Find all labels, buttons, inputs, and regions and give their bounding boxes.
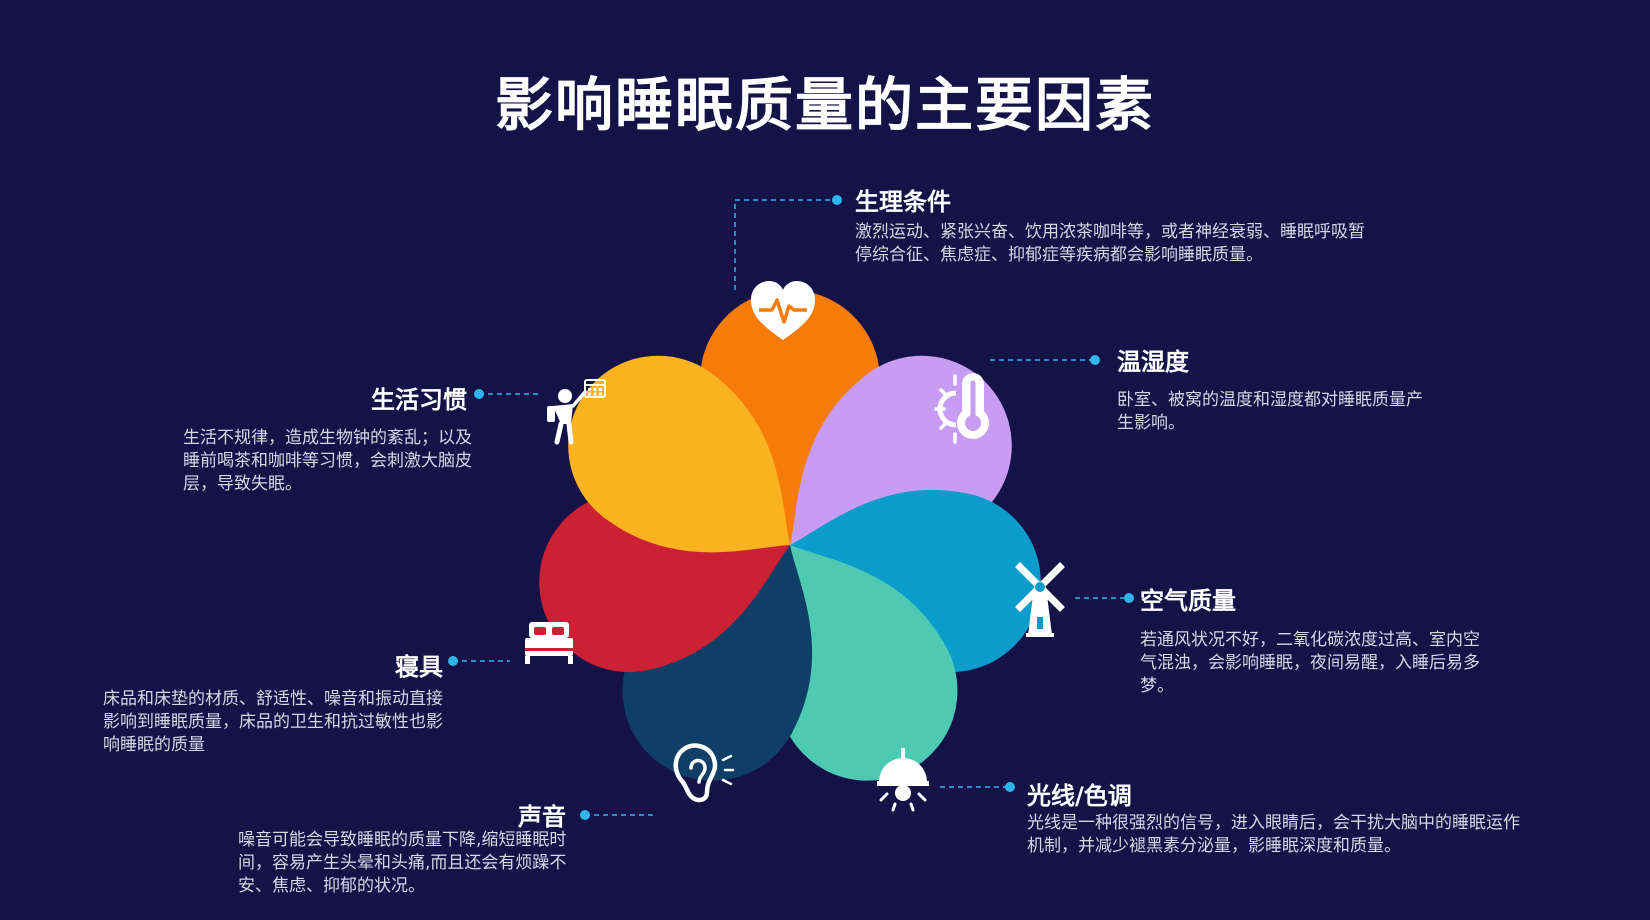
connector-dot-sound <box>580 810 590 820</box>
connector-dot-temperature-humidity <box>1090 355 1100 365</box>
heart-pulse-icon <box>751 281 815 340</box>
factor-desc-sound: 噪音可能会导致睡眠的质量下降,缩短睡眠时间，容易产生头晕和头痛,而且还会有烦躁不… <box>238 830 567 896</box>
page-title: 影响睡眠质量的主要因素 <box>494 71 1155 139</box>
factor-label-habits: 生活习惯 <box>371 386 467 414</box>
factor-label-sound: 声音 <box>518 803 566 831</box>
connector-physiology <box>734 199 835 290</box>
connector-dot-physiology <box>832 195 842 205</box>
factor-label-physiology: 生理条件 <box>855 188 951 216</box>
connector-dot-bedding <box>448 656 458 666</box>
factor-desc-air-quality: 若通风状况不好，二氧化碳浓度过高、室内空气混浊，会影响睡眠，夜间易醒，入睡后易多… <box>1140 630 1480 696</box>
ear-icon <box>673 743 735 803</box>
lamp-icon <box>877 748 929 812</box>
thermometer-sun-icon <box>934 373 989 444</box>
connector-dot-air-quality <box>1124 593 1134 603</box>
connector-dot-light <box>1005 782 1015 792</box>
factor-desc-physiology: 激烈运动、紧张兴奋、饮用浓茶咖啡等，或者神经衰弱、睡眠呼吸暂停综合征、焦虑症、抑… <box>855 222 1365 265</box>
factor-desc-light: 光线是一种很强烈的信号，进入眼睛后，会干扰大脑中的睡眠运作机制，并减少褪黑素分泌… <box>1027 813 1520 856</box>
person-calendar-icon <box>547 379 606 445</box>
factor-label-air-quality: 空气质量 <box>1140 587 1236 615</box>
factor-desc-temperature-humidity: 卧室、被窝的温度和湿度都对睡眠质量产生影响。 <box>1117 390 1423 433</box>
factor-label-bedding: 寝具 <box>395 653 443 681</box>
factor-desc-bedding: 床品和床垫的材质、舒适性、噪音和振动直接影响到睡眠质量，床品的卫生和抗过敏性也影… <box>103 689 443 755</box>
factor-label-light: 光线/色调 <box>1027 782 1132 810</box>
windmill-icon <box>1015 562 1065 637</box>
factor-label-temperature-humidity: 温湿度 <box>1117 348 1189 376</box>
connector-dot-habits <box>474 389 484 399</box>
bed-icon <box>525 622 573 664</box>
factor-desc-habits: 生活不规律，造成生物钟的紊乱；以及睡前喝茶和咖啡等习惯，会刺激大脑皮层，导致失眠… <box>183 428 472 494</box>
